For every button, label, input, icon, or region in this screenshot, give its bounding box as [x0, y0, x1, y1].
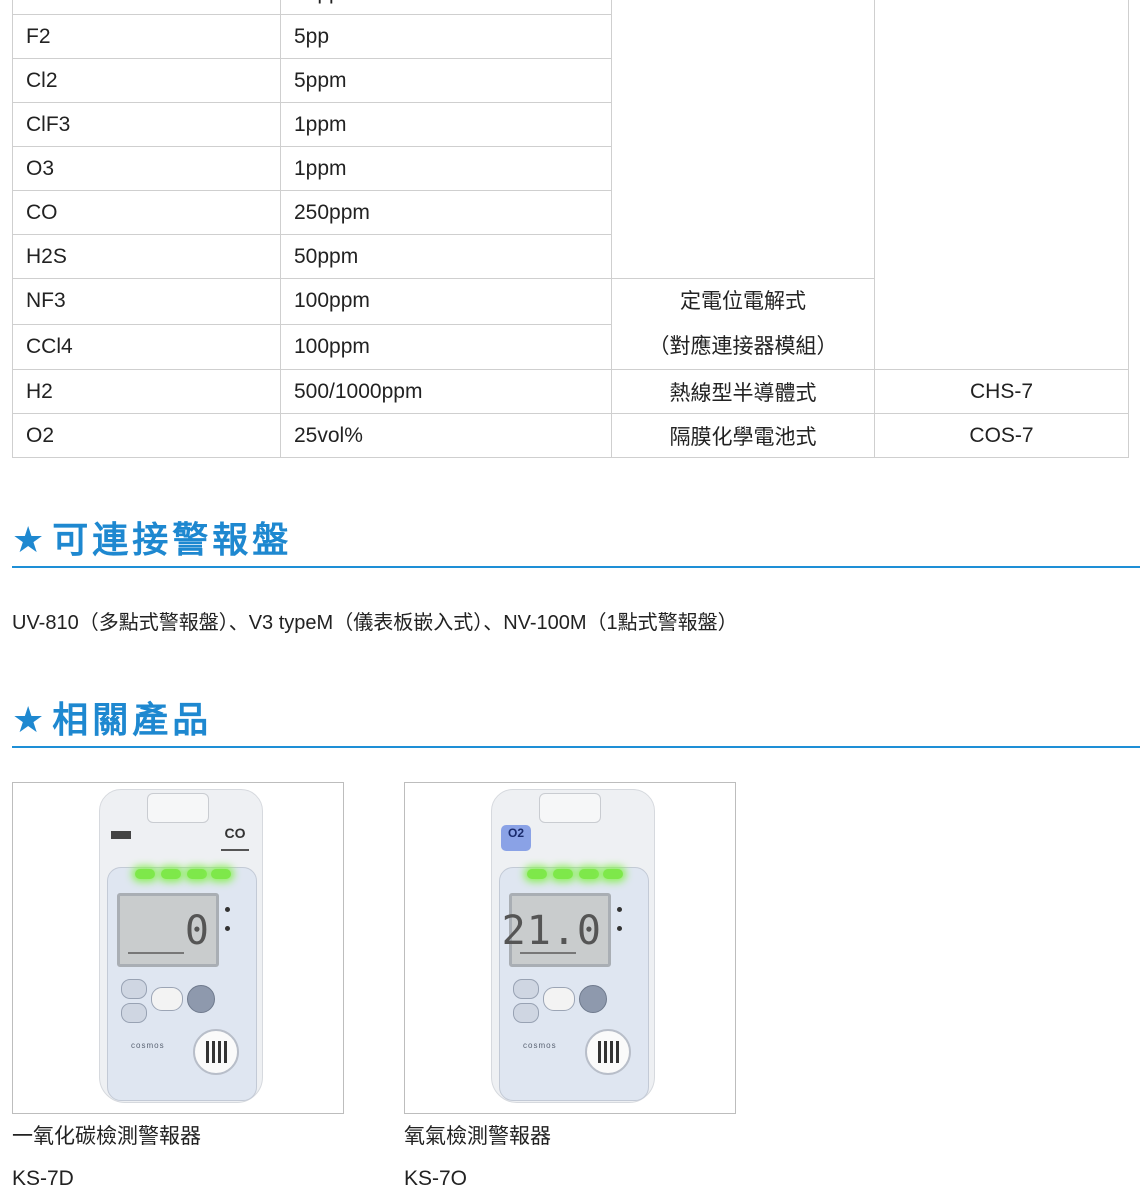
- lcd-reading: 0: [184, 908, 210, 954]
- method-cell-blank: [611, 0, 875, 279]
- detector-illustration: O2 21.0 cosmos: [487, 789, 659, 1105]
- range-cell: 10ppm: [280, 0, 612, 15]
- table-row: CO 250ppm: [12, 190, 1129, 235]
- gas-cell: NF3: [12, 278, 281, 325]
- range-cell: 25vol%: [280, 413, 612, 458]
- section-title: 相關產品: [52, 699, 213, 740]
- method-electrochemical-cell: 定電位電解式 （對應連接器模組）: [611, 278, 875, 370]
- section-heading-alarm-panels: ★可連接警報盤: [12, 514, 1140, 568]
- gas-cell: F2: [12, 14, 281, 59]
- range-cell: 5ppm: [280, 58, 612, 103]
- alarm-led-icon: [135, 869, 231, 881]
- gas-badge: O2: [501, 825, 531, 851]
- detector-illustration: CO 0 cosmos: [95, 789, 267, 1105]
- gas-cell: O2: [12, 413, 281, 458]
- table-row: Cl2 5ppm: [12, 58, 1129, 103]
- reset-button-icon: [151, 987, 183, 1011]
- range-cell: 250ppm: [280, 190, 612, 235]
- gas-cell: H2: [12, 369, 281, 414]
- method-oxygen-cell: 隔膜化學電池式: [611, 413, 875, 458]
- lcd-display: 0: [117, 893, 219, 967]
- power-button-icon: [187, 985, 215, 1013]
- product-model[interactable]: KS-7O: [404, 1167, 468, 1190]
- range-cell: 50ppm: [280, 234, 612, 279]
- table-row: HBr 10ppm: [12, 0, 1129, 370]
- lcd-reading: 21.0: [501, 908, 602, 954]
- product-card-ks-7d[interactable]: CO 0 cosmos 一氧化碳檢測警報器 KS-7D: [12, 782, 344, 1194]
- star-icon: ★: [12, 519, 49, 560]
- gas-cell: O3: [12, 146, 281, 191]
- table-row: F2 5pp: [12, 14, 1129, 59]
- product-model[interactable]: KS-7D: [12, 1167, 74, 1190]
- speaker-icon: [193, 1029, 239, 1075]
- range-cell: 5pp: [280, 14, 612, 59]
- brand-logo: cosmos: [131, 1041, 165, 1050]
- product-card-ks-7o[interactable]: O2 21.0 cosmos 氧氣檢測警報器 KS-7O: [404, 782, 736, 1194]
- method-electrochemical-line2: （對應連接器模組）: [648, 335, 838, 358]
- method-hydrogen-cell: 熱線型半導體式: [611, 369, 875, 414]
- product-name[interactable]: 氧氣檢測警報器: [404, 1125, 551, 1148]
- module-cell-blank: [874, 0, 1129, 370]
- table-row: H2 500/1000ppm 熱線型半導體式 CHS-7: [12, 369, 1129, 414]
- power-button-icon: [579, 985, 607, 1013]
- down-arrow-icon: [121, 1003, 147, 1023]
- section-title: 可連接警報盤: [52, 519, 293, 560]
- product-name[interactable]: 一氧化碳檢測警報器: [12, 1125, 201, 1148]
- gas-cell: Cl2: [12, 58, 281, 103]
- table-row: O2 25vol% 隔膜化學電池式 COS-7: [12, 413, 1129, 458]
- star-icon: ★: [12, 699, 49, 740]
- gas-cell: ClF3: [12, 102, 281, 147]
- alarm-panels-text: UV-810（多點式警報盤）、V3 typeM（儀表板嵌入式）、NV-100M（…: [12, 612, 738, 634]
- range-cell: 100ppm: [280, 323, 612, 370]
- range-cell: 1ppm: [280, 102, 612, 147]
- table-row: H2S 50ppm: [12, 234, 1129, 279]
- table-row: O3 1ppm: [12, 146, 1129, 191]
- lcd-display: 21.0: [502, 893, 611, 967]
- gas-spec-table: HBr 10ppm F2 5pp Cl2 5ppm ClF3 1ppm O3 1…: [12, 0, 1129, 458]
- sensor-window-icon: [111, 831, 131, 839]
- gas-badge: CO: [221, 825, 249, 851]
- product-image[interactable]: CO 0 cosmos: [12, 782, 344, 1114]
- gas-cell: CO: [12, 190, 281, 235]
- speaker-icon: [585, 1029, 631, 1075]
- table-row: NF3 100ppm 定電位電解式 （對應連接器模組）: [12, 278, 1129, 370]
- gas-cell: HBr: [12, 0, 281, 15]
- brand-logo: cosmos: [523, 1041, 557, 1050]
- section-heading-related-products: ★相關產品: [12, 694, 1140, 748]
- down-arrow-icon: [513, 1003, 539, 1023]
- reset-button-icon: [543, 987, 575, 1011]
- module-hydrogen-cell: CHS-7: [874, 369, 1129, 414]
- table-row: ClF3 1ppm: [12, 102, 1129, 147]
- method-electrochemical-line1: 定電位電解式: [680, 290, 806, 313]
- range-cell: 500/1000ppm: [280, 369, 612, 414]
- up-arrow-icon: [121, 979, 147, 999]
- alarm-led-icon: [527, 869, 623, 881]
- module-oxygen-cell: COS-7: [874, 413, 1129, 458]
- table-row: CCl4 100ppm: [12, 323, 1129, 370]
- range-cell: 1ppm: [280, 146, 612, 191]
- up-arrow-icon: [513, 979, 539, 999]
- product-image[interactable]: O2 21.0 cosmos: [404, 782, 736, 1114]
- gas-cell: CCl4: [12, 323, 281, 370]
- gas-cell: H2S: [12, 234, 281, 279]
- range-cell: 100ppm: [280, 278, 612, 325]
